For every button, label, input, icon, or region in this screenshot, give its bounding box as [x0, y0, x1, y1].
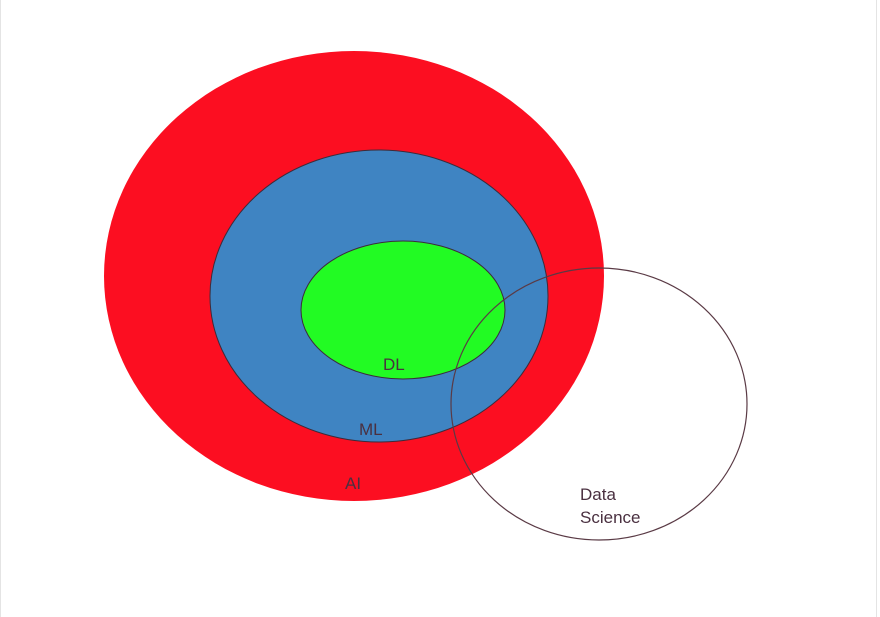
- dl-ellipse: [300, 240, 506, 380]
- dl-label: DL: [383, 355, 405, 374]
- data-science-label-line-2: Science: [580, 508, 640, 527]
- data-science-ellipse: [450, 267, 748, 541]
- ai-label: AI: [345, 474, 361, 493]
- data-science-label-line-1: Data: [580, 485, 616, 504]
- frame-right-border: [876, 0, 877, 617]
- frame-left-border: [0, 0, 1, 617]
- ml-label: ML: [359, 420, 383, 439]
